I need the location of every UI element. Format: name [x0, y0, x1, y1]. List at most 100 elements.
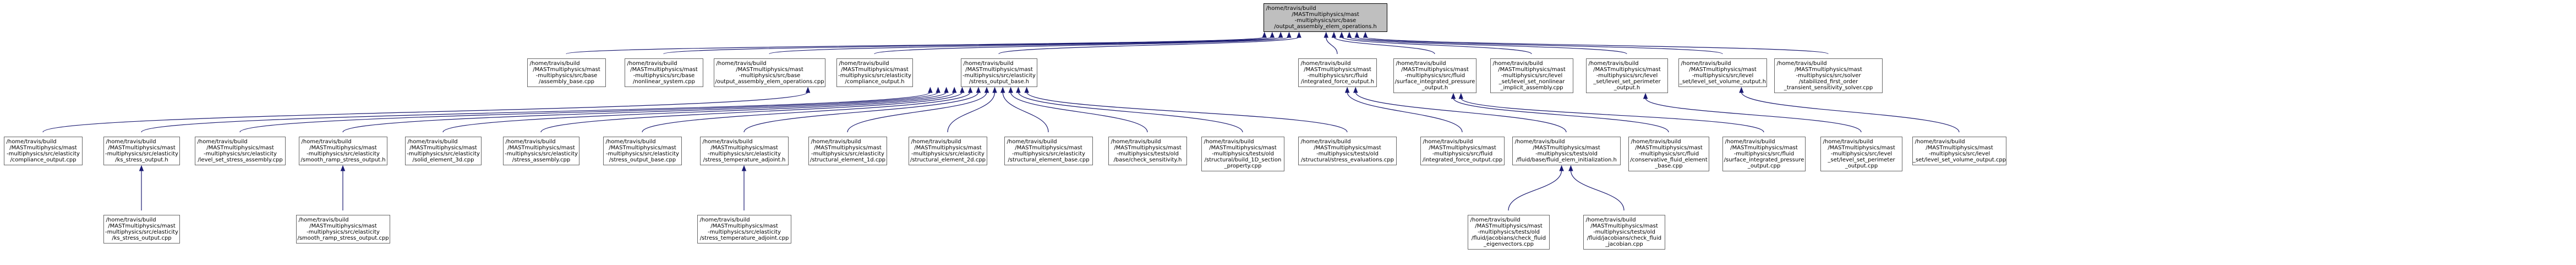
node-label-line: -multiphysics/src/level [1596, 73, 1658, 79]
node-layer: /home/travis/build/MASTmultiphysics/mast… [4, 3, 2006, 250]
graph-node-level-set-nonlinear-implicit-assembly[interactable]: /home/travis/build/MASTmultiphysics/mast… [1490, 58, 1573, 93]
graph-node-level-set-volume-output-h[interactable]: /home/travis/build/MASTmultiphysics/mast… [1678, 58, 1767, 87]
node-label-line: /home/travis/build [1007, 139, 1057, 145]
node-label-line: /MASTmultiphysics/mast [1828, 145, 1895, 151]
graph-node-base-output-assembly-ops[interactable]: /home/travis/build/MASTmultiphysics/mast… [714, 58, 825, 87]
node-label-line: /output_assembly_elem_operations.h [1274, 24, 1376, 30]
graph-node-fluid-integrated-force-output-h[interactable]: /home/travis/build/MASTmultiphysics/mast… [1298, 58, 1377, 87]
node-label-line: /MASTmultiphysics/mast [710, 145, 778, 151]
node-label-line: /home/travis/build [700, 217, 750, 223]
node-label-line: -multiphysics/src/fluid [1308, 73, 1368, 79]
graph-node-elasticity-ks-stress-output-h[interactable]: /home/travis/build/MASTmultiphysics/mast… [103, 137, 180, 165]
node-label-line: _output.h [1421, 85, 1448, 91]
node-box [527, 58, 606, 87]
node-label-line: _implicit_assembly.cpp [1500, 85, 1563, 91]
node-label-line: /compliance_output.cpp [10, 157, 76, 163]
node-label-line: /MASTmultiphysics/mast [108, 223, 176, 229]
node-label-line: /integrated_force_output.h [1301, 79, 1374, 85]
node-label-line: /home/travis/build [627, 61, 677, 67]
graph-node-tests-fluid-jacobians-check-fluid-jacobian[interactable]: /home/travis/build/MASTmultiphysics/mast… [1583, 215, 1665, 250]
arrowhead [1451, 93, 1456, 99]
node-label-line: /fluid/jacobians/check_fluid [1472, 235, 1546, 241]
node-label-line: /home/travis/build [530, 61, 580, 67]
node-label-line: /assembly_base.cpp [539, 79, 594, 85]
node-label-line: _jacobian.cpp [1605, 241, 1643, 247]
graph-node-elasticity-stress-output-base-cpp[interactable]: /home/travis/build/MASTmultiphysics/mast… [603, 137, 682, 165]
node-label-line: /home/travis/build [839, 61, 889, 67]
node-label-line: /home/travis/build [1111, 139, 1161, 145]
dependency-edge [1453, 98, 1669, 133]
graph-node-level-set-perimeter-output-h[interactable]: /home/travis/build/MASTmultiphysics/mast… [1586, 58, 1668, 93]
arrowhead [1323, 31, 1328, 38]
node-label-line: /stress_temperature_adjoint.cpp [700, 235, 789, 241]
graph-node-tests-fluid-base-fluid-elem-init[interactable]: /home/travis/build/MASTmultiphysics/mast… [1512, 137, 1621, 165]
graph-node-elasticity-stress-assembly[interactable]: /home/travis/build/MASTmultiphysics/mast… [503, 137, 579, 165]
arrowhead [1278, 31, 1283, 38]
node-label-line: -multiphysics/src/elasticity [606, 151, 679, 157]
graph-node-elasticity-stress-output-base-h[interactable]: /home/travis/build/MASTmultiphysics/mast… [961, 58, 1037, 87]
dependency-edge [1341, 36, 1532, 55]
graph-node-tests-structural-build-1d-section[interactable]: /home/travis/build/MASTmultiphysics/mast… [1201, 137, 1284, 171]
graph-node-elasticity-compliance-output-h[interactable]: /home/travis/build/MASTmultiphysics/mast… [836, 58, 913, 87]
graph-node-level-set-perimeter-output-cpp[interactable]: /home/travis/build/MASTmultiphysics/mast… [1820, 137, 1902, 171]
graph-node-elasticity-structural-element-base[interactable]: /home/travis/build/MASTmultiphysics/mast… [1004, 137, 1093, 165]
dependency-edge [1741, 91, 1960, 133]
node-label-line: /home/travis/build [1725, 139, 1775, 145]
graph-node-elasticity-level-set-stress-assembly[interactable]: /home/travis/build/MASTmultiphysics/mast… [195, 137, 286, 165]
node-label-line: /MASTmultiphysics/mast [108, 145, 176, 151]
graph-node-elasticity-structural-element-1d[interactable]: /home/travis/build/MASTmultiphysics/mast… [808, 137, 887, 165]
arrowhead [139, 165, 144, 171]
graph-node-base-nonlinear-system[interactable]: /home/travis/build/MASTmultiphysics/mast… [625, 58, 703, 87]
graph-node-tests-structural-stress-evaluations[interactable]: /home/travis/build/MASTmultiphysics/mast… [1298, 137, 1397, 165]
arrowhead [1559, 165, 1564, 171]
dependency-edge [1355, 91, 1567, 133]
node-label-line: /home/travis/build [198, 139, 248, 145]
arrowhead [1024, 86, 1029, 93]
graph-node-elasticity-structural-element-2d[interactable]: /home/travis/build/MASTmultiphysics/mast… [909, 137, 987, 165]
graph-node-fluid-integrated-force-output-cpp[interactable]: /home/travis/build/MASTmultiphysics/mast… [1420, 137, 1505, 165]
arrowhead [805, 86, 811, 93]
dependency-edge [342, 91, 947, 133]
dependency-edge [1002, 91, 1049, 133]
graph-node-solver-stabilized-first-order[interactable]: /home/travis/build/MASTmultiphysics/mast… [1774, 58, 1883, 93]
node-box [1298, 58, 1377, 87]
node-label-line: /home/travis/build [1823, 139, 1873, 145]
graph-node-tests-fluid-jacobians-check-fluid-eigenvectors[interactable]: /home/travis/build/MASTmultiphysics/mast… [1468, 215, 1550, 250]
graph-node-fluid-surface-integrated-pressure-output-h[interactable]: /home/travis/build/MASTmultiphysics/mast… [1393, 58, 1476, 93]
graph-node-elasticity-ks-stress-output-cpp[interactable]: /home/travis/build/MASTmultiphysics/mast… [103, 215, 180, 244]
node-label-line: _set/level_set_perimeter [1593, 79, 1661, 85]
node-label-line: /conservative_fluid_element [1630, 157, 1708, 163]
node-label-line: /nonlinear_system.cpp [633, 79, 695, 85]
node-label-line: -multiphysics/tests/old [1316, 151, 1379, 157]
node-label-line: -multiphysics/src/elasticity [962, 73, 1036, 79]
graph-node-fluid-surface-integrated-pressure-output-cpp[interactable]: /home/travis/build/MASTmultiphysics/mast… [1722, 137, 1806, 171]
node-box [1420, 137, 1505, 165]
node-label-line: /fluid/jacobians/check_fluid [1587, 235, 1661, 241]
node-label-line: /ks_stress_output.cpp [112, 235, 171, 241]
dependency-edge [442, 91, 955, 133]
node-label-line: /smooth_ramp_stress_output.cpp [297, 235, 389, 241]
graph-node-level-set-volume-output-cpp[interactable]: /home/travis/build/MASTmultiphysics/mast… [1912, 137, 2006, 165]
graph-node-elasticity-stress-temperature-adjoint-h[interactable]: /home/travis/build/MASTmultiphysics/mast… [700, 137, 789, 165]
node-label-line: /home/travis/build [717, 61, 767, 67]
graph-node-elasticity-compliance-output-cpp[interactable]: /home/travis/build/MASTmultiphysics/mast… [4, 137, 83, 165]
node-label-line: /MASTmultiphysics/mast [309, 145, 377, 151]
node-box [625, 58, 703, 87]
graph-node-tests-base-check-sensitivity[interactable]: /home/travis/build/MASTmultiphysics/mast… [1108, 137, 1187, 165]
graph-node-elasticity-smooth-ramp-stress-output-cpp[interactable]: /home/travis/build/MASTmultiphysics/mast… [296, 215, 390, 244]
node-label-line: /surface_integrated_pressure [1395, 79, 1475, 85]
node-label-line: /home/travis/build [1777, 61, 1827, 67]
graph-node-elasticity-stress-temperature-adjoint-cpp[interactable]: /home/travis/build/MASTmultiphysics/mast… [697, 215, 791, 244]
graph-node-elasticity-smooth-ramp-stress-output-h[interactable]: /home/travis/build/MASTmultiphysics/mast… [299, 137, 387, 165]
node-label-line: -multiphysics/src/base [633, 73, 695, 79]
graph-node-base-assembly-base[interactable]: /home/travis/build/MASTmultiphysics/mast… [527, 58, 606, 87]
graph-node-fluid-conservative-fluid-element-base[interactable]: /home/travis/build/MASTmultiphysics/mast… [1628, 137, 1709, 171]
node-label-line: /home/travis/build [299, 217, 349, 223]
graph-node-root[interactable]: /home/travis/build/MASTmultiphysics/mast… [1264, 3, 1387, 32]
node-label-line: /MASTmultiphysics/mast [736, 67, 803, 73]
arrowhead [1008, 86, 1013, 93]
graph-node-elasticity-solid-element-3d[interactable]: /home/travis/build/MASTmultiphysics/mast… [405, 137, 482, 165]
node-label-line: -multiphysics/src/elasticity [105, 151, 178, 157]
node-label-line: /solid_element_3d.cpp [413, 157, 474, 163]
node-label-line: _set/level_set_perimeter [1827, 157, 1895, 163]
